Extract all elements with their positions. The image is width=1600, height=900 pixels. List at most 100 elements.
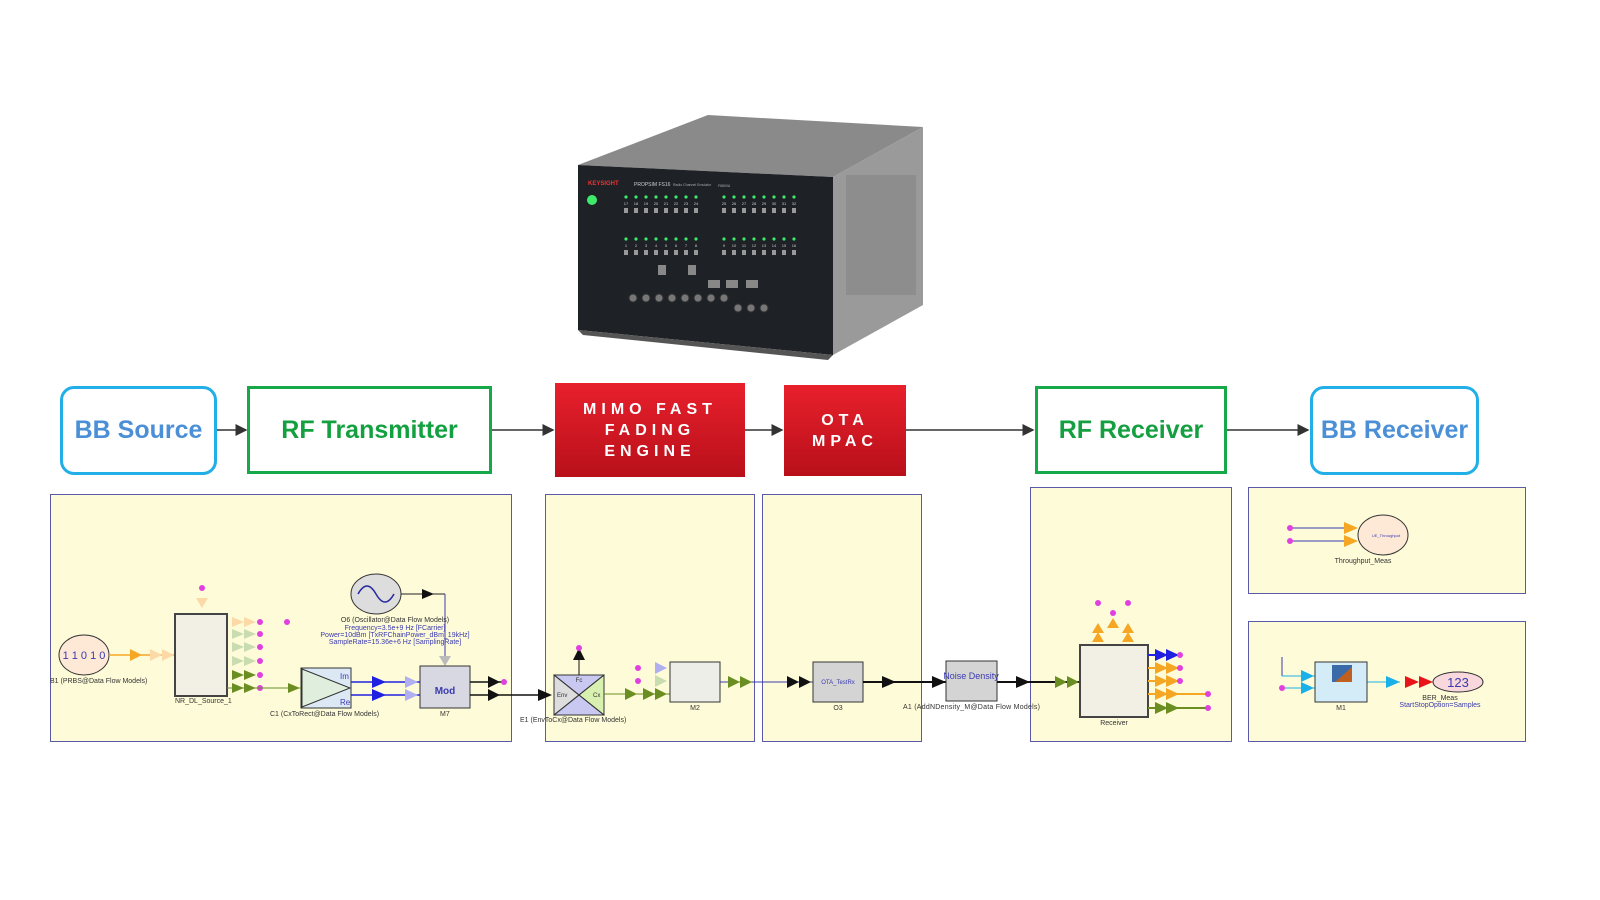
port-number: 31	[782, 201, 787, 206]
port-number: 29	[762, 201, 767, 206]
port-connector	[634, 250, 638, 255]
port-number: 26	[732, 201, 737, 206]
port-number: 20	[654, 201, 659, 206]
status-led	[684, 195, 688, 199]
ota-testrx-block[interactable]	[812, 661, 864, 703]
noise-density-block[interactable]	[945, 660, 998, 702]
status-led	[782, 195, 786, 199]
port-number: 21	[664, 201, 669, 206]
mimo-fading-block[interactable]: MIMO FAST FADING ENGINE	[555, 383, 745, 477]
port-connector	[792, 250, 796, 255]
m2-label: M2	[690, 705, 700, 712]
bnc-connector	[706, 293, 716, 303]
status-led	[694, 237, 698, 241]
ota-mpac-block[interactable]: OTA MPAC	[784, 385, 906, 476]
ber-value: 123	[1447, 675, 1469, 690]
port-connector	[752, 208, 756, 213]
bb-receiver-label: BB Receiver	[1320, 416, 1469, 444]
receiver-block[interactable]	[1079, 644, 1149, 718]
m1-label: M1	[1336, 705, 1346, 712]
noise-text: Noise Density	[943, 671, 999, 681]
status-led	[664, 195, 668, 199]
status-led	[732, 195, 736, 199]
status-led	[674, 195, 678, 199]
cx-label: C1 (CxToRect@Data Flow Models)	[270, 711, 379, 718]
port-terminal	[1205, 705, 1211, 711]
port-terminal	[257, 631, 263, 637]
port-number: 1	[625, 243, 628, 248]
port-number: 27	[742, 201, 747, 206]
throughput-inner: UE_Throughput	[1372, 533, 1401, 538]
status-led	[782, 237, 786, 241]
status-led	[742, 195, 746, 199]
status-led	[732, 237, 736, 241]
bnc-connector	[719, 293, 729, 303]
status-led	[634, 237, 638, 241]
bb-source-label: BB Source	[74, 416, 203, 444]
port-terminal	[1177, 678, 1183, 684]
prbs-label: B1 (PRBS@Data Flow Models)	[50, 678, 147, 685]
port-terminal	[257, 658, 263, 664]
ber-option: StartStopOption=Samples	[1399, 702, 1481, 709]
port-connector	[742, 250, 746, 255]
port-connector	[634, 208, 638, 213]
port-number: 6	[675, 243, 678, 248]
bb-receiver-block[interactable]: BB Receiver	[1310, 386, 1479, 475]
osc-label: O6 (Oscillator@Data Flow Models)	[341, 617, 449, 624]
bnc-connector	[667, 293, 677, 303]
status-led	[654, 237, 658, 241]
port-terminal	[1205, 691, 1211, 697]
port-number: 15	[782, 243, 787, 248]
port-connector	[644, 208, 648, 213]
ota-label-text: O3	[833, 705, 842, 712]
status-led	[752, 195, 756, 199]
modulator-block[interactable]	[419, 665, 471, 709]
status-led	[684, 237, 688, 241]
throughput-meas-block[interactable]	[1357, 514, 1409, 556]
rf-transmitter-label: RF Transmitter	[281, 415, 458, 444]
osc-power: Power=10dBm [TxRFChainPower_dBm_19kHz]	[320, 632, 469, 639]
port-number: 11	[742, 243, 747, 248]
port-connector	[684, 250, 688, 255]
port-number: 10	[732, 243, 737, 248]
port-connector	[684, 208, 688, 213]
port-number: 30	[772, 201, 777, 206]
port-connector	[742, 208, 746, 213]
port-connector	[654, 208, 658, 213]
bb-source-block[interactable]: BB Source	[60, 386, 217, 475]
env-env: Env	[557, 693, 567, 699]
ber-meas-block[interactable]	[1432, 671, 1484, 693]
mimo-label: MIMO FAST FADING ENGINE	[583, 400, 717, 460]
osc-rate: SampleRate=15.36e+6 Hz [SamplingRate]	[329, 639, 461, 646]
status-led	[624, 237, 628, 241]
part-text: F8800A	[718, 184, 731, 188]
port-number: 8	[695, 243, 698, 248]
port-connector	[772, 250, 776, 255]
port-connector	[664, 208, 668, 213]
cx-re: Re	[340, 698, 351, 707]
rf-receiver-block[interactable]: RF Receiver	[1035, 386, 1227, 474]
m2-block[interactable]	[669, 661, 721, 703]
port-number: 9	[723, 243, 726, 248]
bnc-connector	[628, 293, 638, 303]
bnc-connector	[680, 293, 690, 303]
status-led	[762, 195, 766, 199]
port-number: 12	[752, 243, 757, 248]
port-number: 3	[645, 243, 648, 248]
env-fc: Fc	[576, 678, 583, 684]
bnc-connector	[654, 293, 664, 303]
port-connector	[644, 250, 648, 255]
port-number: 25	[722, 201, 727, 206]
nr-dl-source-block[interactable]	[174, 613, 228, 697]
receiver-label: Receiver	[1100, 720, 1128, 727]
port-connector	[694, 208, 698, 213]
env-cx: Cx	[593, 693, 600, 699]
bnc-connector	[759, 303, 769, 313]
port-connector	[664, 250, 668, 255]
port-connector	[732, 250, 736, 255]
rf-transmitter-block[interactable]: RF Transmitter	[247, 386, 492, 474]
port-connector	[782, 208, 786, 213]
ota-label: OTA MPAC	[812, 411, 878, 450]
port-connector	[732, 208, 736, 213]
port-number: 32	[792, 201, 797, 206]
